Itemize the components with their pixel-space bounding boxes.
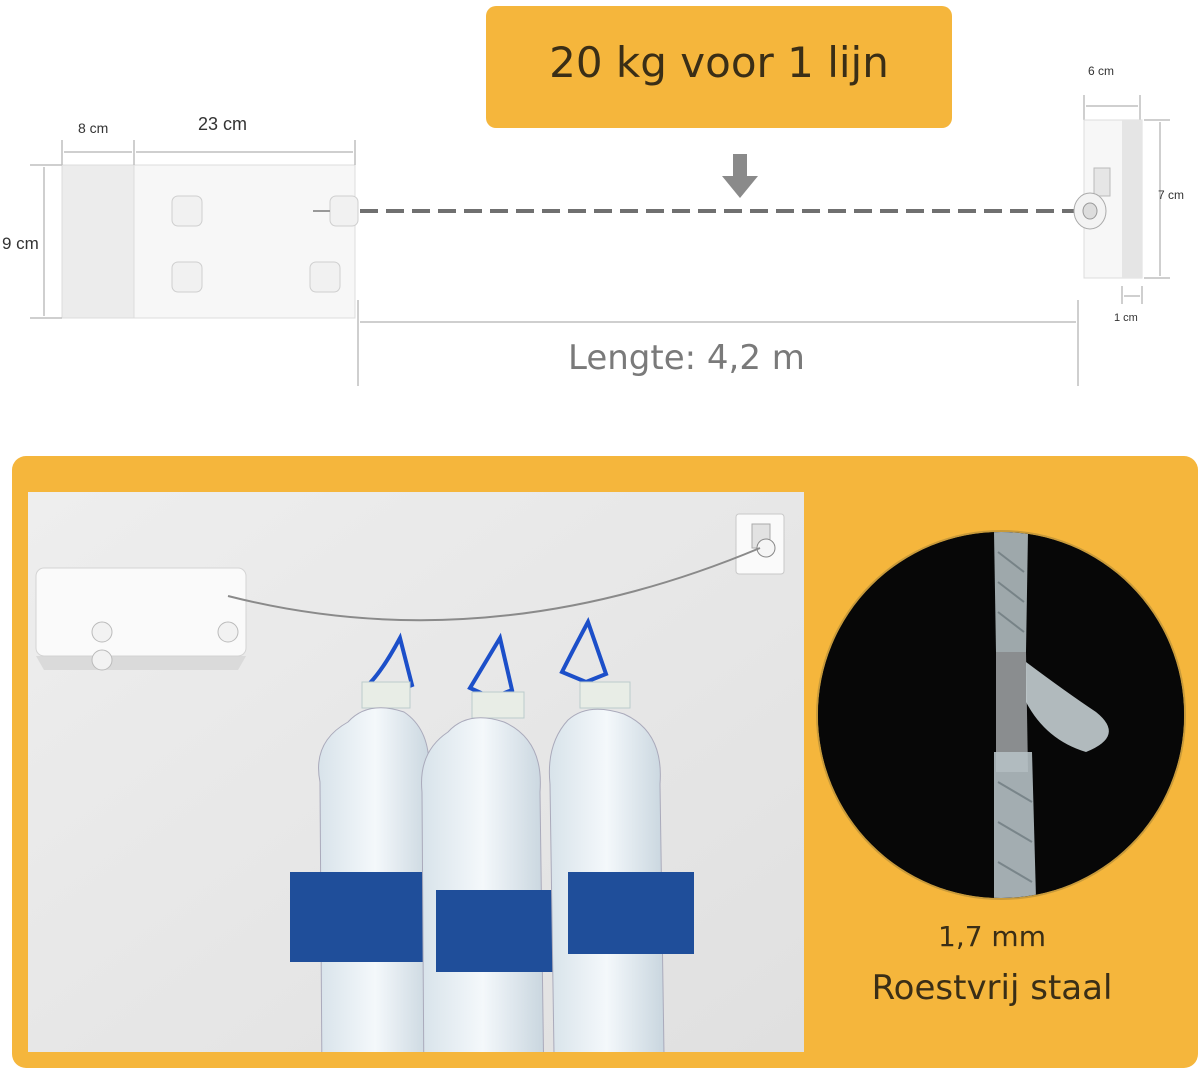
left-housing xyxy=(61,164,359,319)
diameter-label: 1,7 mm xyxy=(938,920,1046,953)
water-bottle xyxy=(290,632,433,1052)
wall-hook xyxy=(735,513,785,575)
length-label: Lengte: 4,2 m xyxy=(568,338,805,378)
dimension-diagram xyxy=(30,95,1170,386)
weight-banner-text: 20 kg voor 1 lijn xyxy=(549,38,889,87)
dimension-lines xyxy=(30,95,1170,386)
dim-depth-1: 1 cm xyxy=(1114,312,1138,324)
weight-banner xyxy=(486,6,952,128)
product-photo xyxy=(28,492,804,1052)
bottles-illustration xyxy=(28,492,804,1052)
wire xyxy=(227,547,761,622)
right-bracket xyxy=(1073,119,1143,279)
dispenser-box xyxy=(35,567,247,671)
dim-width-6: 6 cm xyxy=(1088,64,1115,78)
housing-knob-icon xyxy=(171,195,359,293)
water-bottle xyxy=(548,617,694,1052)
dim-width-8: 8 cm xyxy=(78,120,109,136)
dim-width-23: 23 cm xyxy=(198,114,248,134)
steel-wire-closeup xyxy=(818,532,1184,898)
dim-height-7: 7 cm xyxy=(1158,188,1185,202)
wire-strand-illustration xyxy=(818,532,1184,898)
load-arrow-icon xyxy=(722,154,758,198)
dim-height-9: 9 cm xyxy=(2,234,39,253)
material-label: Roestvrij staal xyxy=(871,968,1113,1008)
